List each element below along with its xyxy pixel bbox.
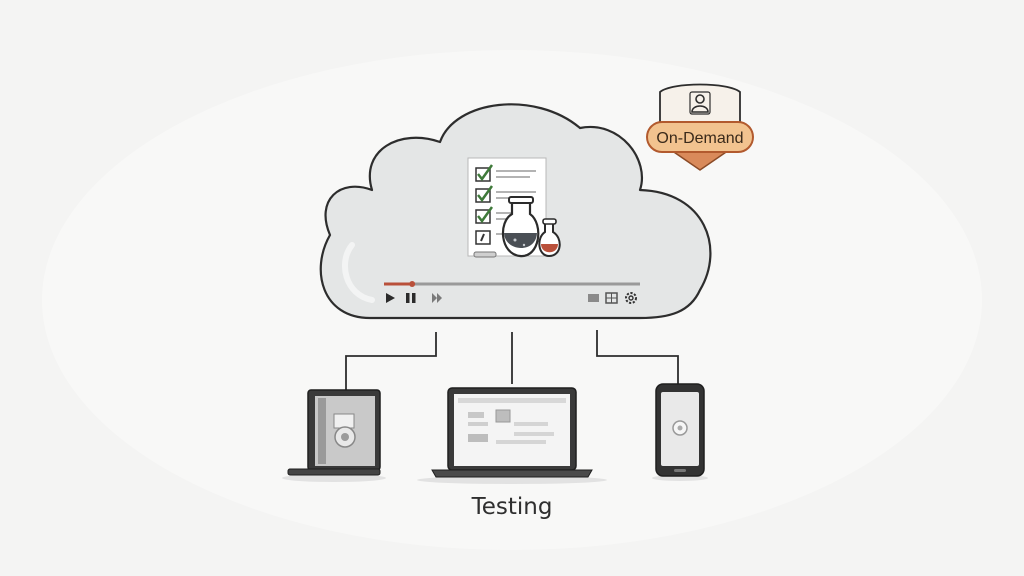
laptop-device (417, 387, 607, 484)
progress-handle[interactable] (409, 281, 416, 287)
connector-tablet (345, 332, 437, 390)
settings-icon[interactable] (625, 292, 637, 304)
checkbox-4 (475, 230, 491, 245)
checkbox-1 (475, 164, 494, 182)
captions-icon[interactable] (588, 294, 599, 302)
large-flask-icon (501, 196, 540, 258)
connector-phone (596, 330, 679, 384)
badge-label: On-Demand (656, 130, 743, 147)
checkbox-3 (475, 206, 494, 224)
on-demand-badge: On-Demand (646, 83, 754, 171)
skip-icon[interactable] (432, 293, 442, 303)
phone-device (652, 383, 708, 481)
user-icon (689, 91, 711, 115)
pencil-icon (473, 251, 497, 258)
badge-shield-top (659, 83, 741, 125)
pause-icon[interactable] (406, 293, 416, 303)
play-icon[interactable] (386, 293, 395, 303)
small-flask-icon (538, 218, 561, 258)
connectors (345, 330, 679, 390)
checklist-document-icon (467, 157, 547, 258)
badge-pill (646, 121, 754, 153)
media-player[interactable] (384, 281, 640, 304)
tablet-device (282, 389, 386, 482)
cloud-highlight (342, 242, 375, 303)
checkbox-2 (475, 185, 494, 203)
testing-caption: Testing (471, 494, 553, 520)
